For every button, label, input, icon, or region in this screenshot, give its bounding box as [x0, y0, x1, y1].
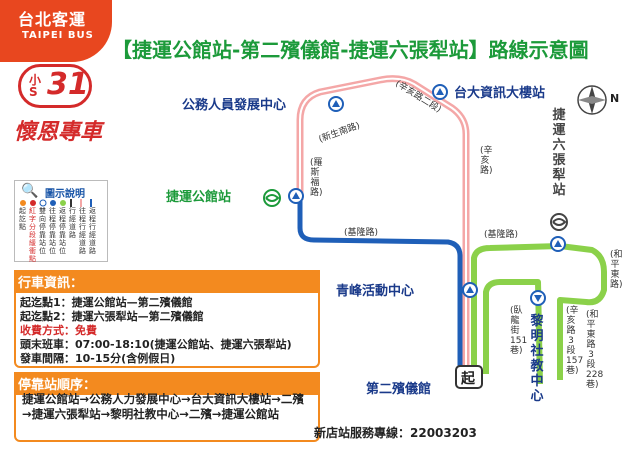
stop-marker: [288, 188, 304, 204]
route-number: 31: [47, 67, 89, 102]
metro-icon: [550, 213, 568, 231]
stop-liming: 黎明社教中心: [530, 314, 544, 404]
info-line: 發車間隔：10-15分(含例假日): [20, 352, 176, 365]
stop-marker: [550, 236, 566, 252]
route-prefix: 小S: [29, 73, 42, 99]
compass-north: N: [610, 92, 620, 105]
legend-item: 返程行經道路: [89, 207, 96, 255]
stop-second-funeral: 第二殯儀館: [366, 382, 432, 397]
legend-swatches: [20, 199, 92, 207]
stop-order-header: 停靠站順序：: [14, 372, 318, 395]
brand-name-en: TAIPEI BUS: [22, 30, 94, 41]
stop-gongguan: 捷運公館站: [166, 190, 232, 205]
info-header: 行車資訊：: [14, 270, 318, 293]
legend-item: 起訖點: [19, 207, 26, 231]
map-title: 【捷運公館站-第二殯儀館-捷運六張犁站】路線示意圖: [112, 38, 589, 62]
service-hotline: 新店站服務專線：22003203: [314, 426, 477, 440]
legend-box: 🔍 圖示說明 起訖點 紅字分段緩衝點 雙向停靠站位 往程停靠站位 返程停靠站位 …: [14, 180, 108, 263]
road-label: (基隆路): [484, 230, 519, 240]
stop-civil-service: 公務人員發展中心: [182, 98, 287, 113]
start-marker-box: [455, 365, 483, 389]
magnifier-icon: 🔍: [21, 183, 39, 199]
info-line: 起迄點2：捷運六張犁站—第二殯儀館: [20, 310, 204, 323]
start-marker: 起: [461, 371, 475, 387]
legend-title: 圖示說明: [45, 189, 85, 200]
legend-item: 行經道路: [69, 207, 76, 239]
road-label: (和平東路): [610, 250, 623, 290]
legend-item: 往程行經道路: [79, 207, 86, 255]
stop-marker: [432, 84, 448, 100]
stop-order-box: [14, 372, 320, 442]
stop-marker: [462, 282, 478, 298]
brand-block: [0, 0, 112, 62]
route-number-badge: 小S 31: [18, 64, 92, 108]
stop-marker: [530, 290, 546, 306]
info-line-fare: 收費方式：免費: [20, 324, 97, 337]
legend-item: 往程停靠站位: [49, 207, 56, 255]
compass-icon: [577, 85, 607, 115]
road-label: (辛亥路): [480, 146, 493, 176]
legend-item: 返程停靠站位: [59, 207, 66, 255]
stop-ntu-it: 台大資訊大樓站: [454, 86, 546, 101]
road-label: (辛亥路3段157巷): [566, 306, 584, 376]
stop-qingfeng: 青峰活動中心: [336, 284, 415, 299]
route-name: 懷恩專車: [14, 120, 103, 145]
road-label: (和平東路3段228巷): [586, 310, 604, 390]
stop-order-text: 捷運公館站→公務人力發展中心→台大資訊大樓站→二殯→捷運六張犁站→黎明社教中心→…: [22, 392, 304, 421]
metro-icon: [263, 189, 281, 207]
stop-marker: [328, 96, 344, 112]
brand-name-cn: 台北客運: [18, 10, 87, 29]
legend-item: 紅字分段緩衝點: [29, 207, 36, 263]
road-label: (基隆路): [344, 228, 379, 238]
legend-item: 雙向停靠站位: [39, 207, 46, 255]
info-line: 起迄點1：捷運公館站—第二殯儀館: [20, 296, 193, 309]
road-label: (羅斯福路): [310, 158, 323, 198]
road-label: (臥龍街151巷): [510, 306, 528, 356]
info-box: [14, 270, 320, 368]
info-line: 頭末班車：07:00-18:10(捷運公館站、捷運六張犁站): [20, 338, 292, 351]
stop-liuzhangli: 捷運六張犁站: [552, 108, 566, 198]
